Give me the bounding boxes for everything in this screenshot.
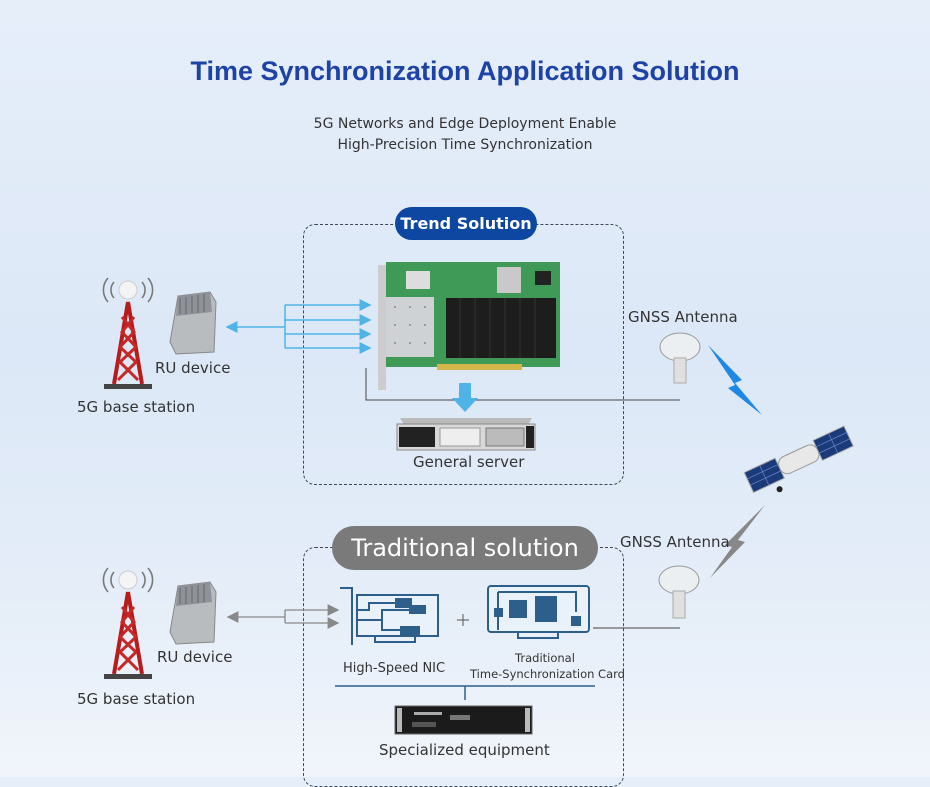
link-arrows-traditional <box>226 604 340 629</box>
time-sync-card-icon <box>487 585 590 639</box>
specialized-equipment-label: Specialized equipment <box>379 741 550 759</box>
cell-tower-icon <box>102 567 154 679</box>
gnss-cable-line <box>365 368 680 401</box>
signal-bolt-icon <box>710 505 765 578</box>
base-station-label: 5G base station <box>77 690 196 708</box>
gnss-antenna-icon <box>659 332 701 384</box>
base-station-label: 5G base station <box>77 398 196 416</box>
high-speed-nic-label: High-Speed NIC <box>343 661 446 676</box>
traditional-solution-badge: Traditional solution <box>332 526 598 570</box>
general-server-label: General server <box>413 453 525 471</box>
high-speed-nic-icon <box>340 587 439 645</box>
trend-solution-badge: Trend Solution <box>395 207 537 240</box>
time-sync-nic-card-image <box>378 262 560 390</box>
ru-device-icon <box>169 581 217 645</box>
down-arrow-icon <box>452 383 478 412</box>
satellite-icon <box>743 425 854 494</box>
gnss-antenna-label: GNSS Antenna <box>628 308 738 326</box>
subtitle-line1: 5G Networks and Edge Deployment Enable <box>313 116 617 132</box>
plus-icon <box>457 614 469 626</box>
gnss-antenna-icon <box>658 565 700 619</box>
page-title: Time Synchronization Application Solutio… <box>190 56 740 86</box>
gnss-antenna-label: GNSS Antenna <box>620 533 730 551</box>
ru-device-label: RU device <box>157 648 233 666</box>
time-sync-card-label-line1: Traditional <box>515 651 575 665</box>
cell-tower-icon <box>102 277 154 389</box>
time-sync-card-label-line2: Time-Synchronization Card <box>470 667 625 681</box>
general-server-image <box>396 418 536 451</box>
signal-bolt-icon <box>708 345 762 415</box>
specialized-equipment-image <box>394 705 533 735</box>
subtitle-line2: High-Precision Time Synchronization <box>337 137 593 153</box>
connector-line <box>335 685 595 700</box>
ru-device-label: RU device <box>155 359 231 377</box>
ru-device-icon <box>169 291 217 355</box>
fiber-link-arrows <box>225 299 372 354</box>
